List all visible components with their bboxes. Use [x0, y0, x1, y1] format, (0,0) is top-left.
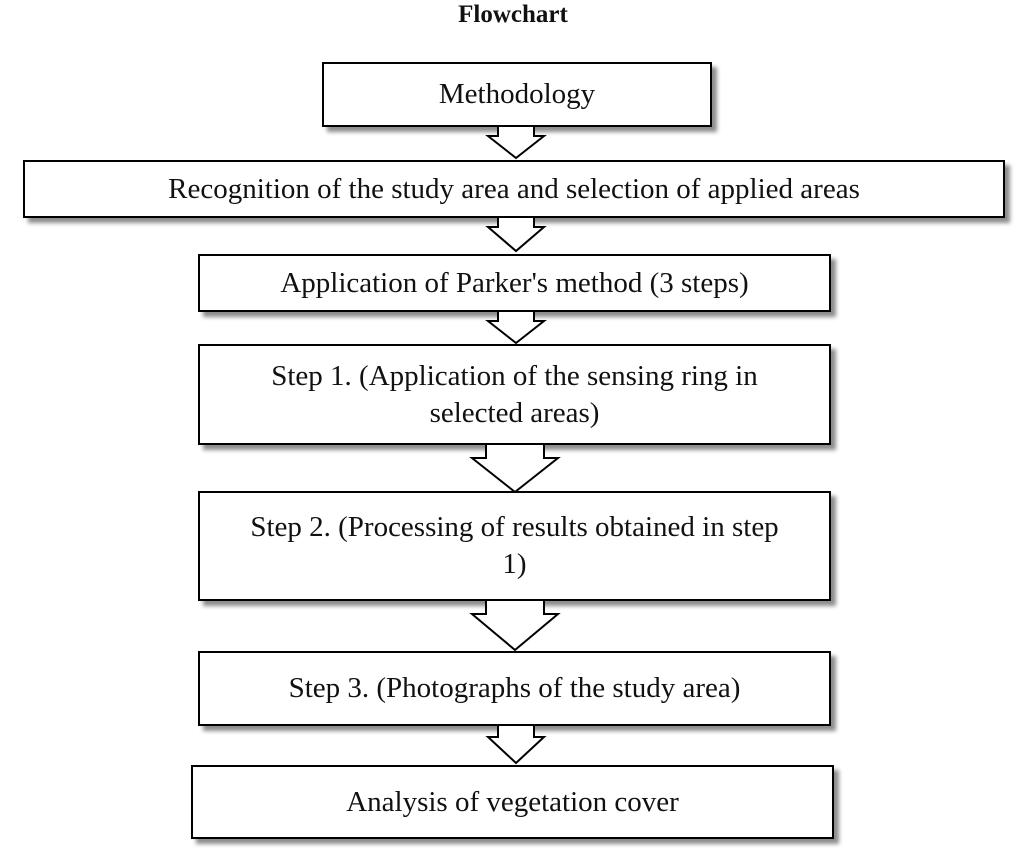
box-step-2: Step 2. (Processing of results obtained …: [198, 491, 831, 601]
box-methodology-label: Methodology: [438, 78, 596, 110]
box-recognition: Recognition of the study area and select…: [23, 160, 1005, 218]
box-step-3-label: Step 3. (Photographs of the study area): [288, 672, 741, 704]
box-step-1-label: Step 1. (Application of the sensing ring…: [271, 359, 758, 429]
box-parker-method-label: Application of Parker's method (3 steps): [280, 266, 749, 299]
box-step-1: Step 1. (Application of the sensing ring…: [198, 344, 831, 445]
arrow-down-icon: [485, 125, 547, 160]
flowchart-title: Flowchart: [458, 1, 568, 28]
box-methodology: Methodology: [322, 62, 712, 127]
box-analysis-label: Analysis of vegetation cover: [346, 785, 679, 818]
box-step-2-label: Step 2. (Processing of results obtained …: [250, 511, 779, 580]
box-step-3: Step 3. (Photographs of the study area): [198, 651, 831, 726]
arrow-down-icon: [469, 599, 561, 652]
arrow-down-icon: [469, 443, 561, 494]
box-analysis: Analysis of vegetation cover: [191, 765, 834, 839]
arrow-down-icon: [485, 310, 547, 345]
arrow-down-icon: [485, 216, 547, 253]
box-parker-method: Application of Parker's method (3 steps): [198, 254, 831, 312]
box-recognition-label: Recognition of the study area and select…: [168, 172, 860, 205]
arrow-down-icon: [485, 724, 547, 765]
